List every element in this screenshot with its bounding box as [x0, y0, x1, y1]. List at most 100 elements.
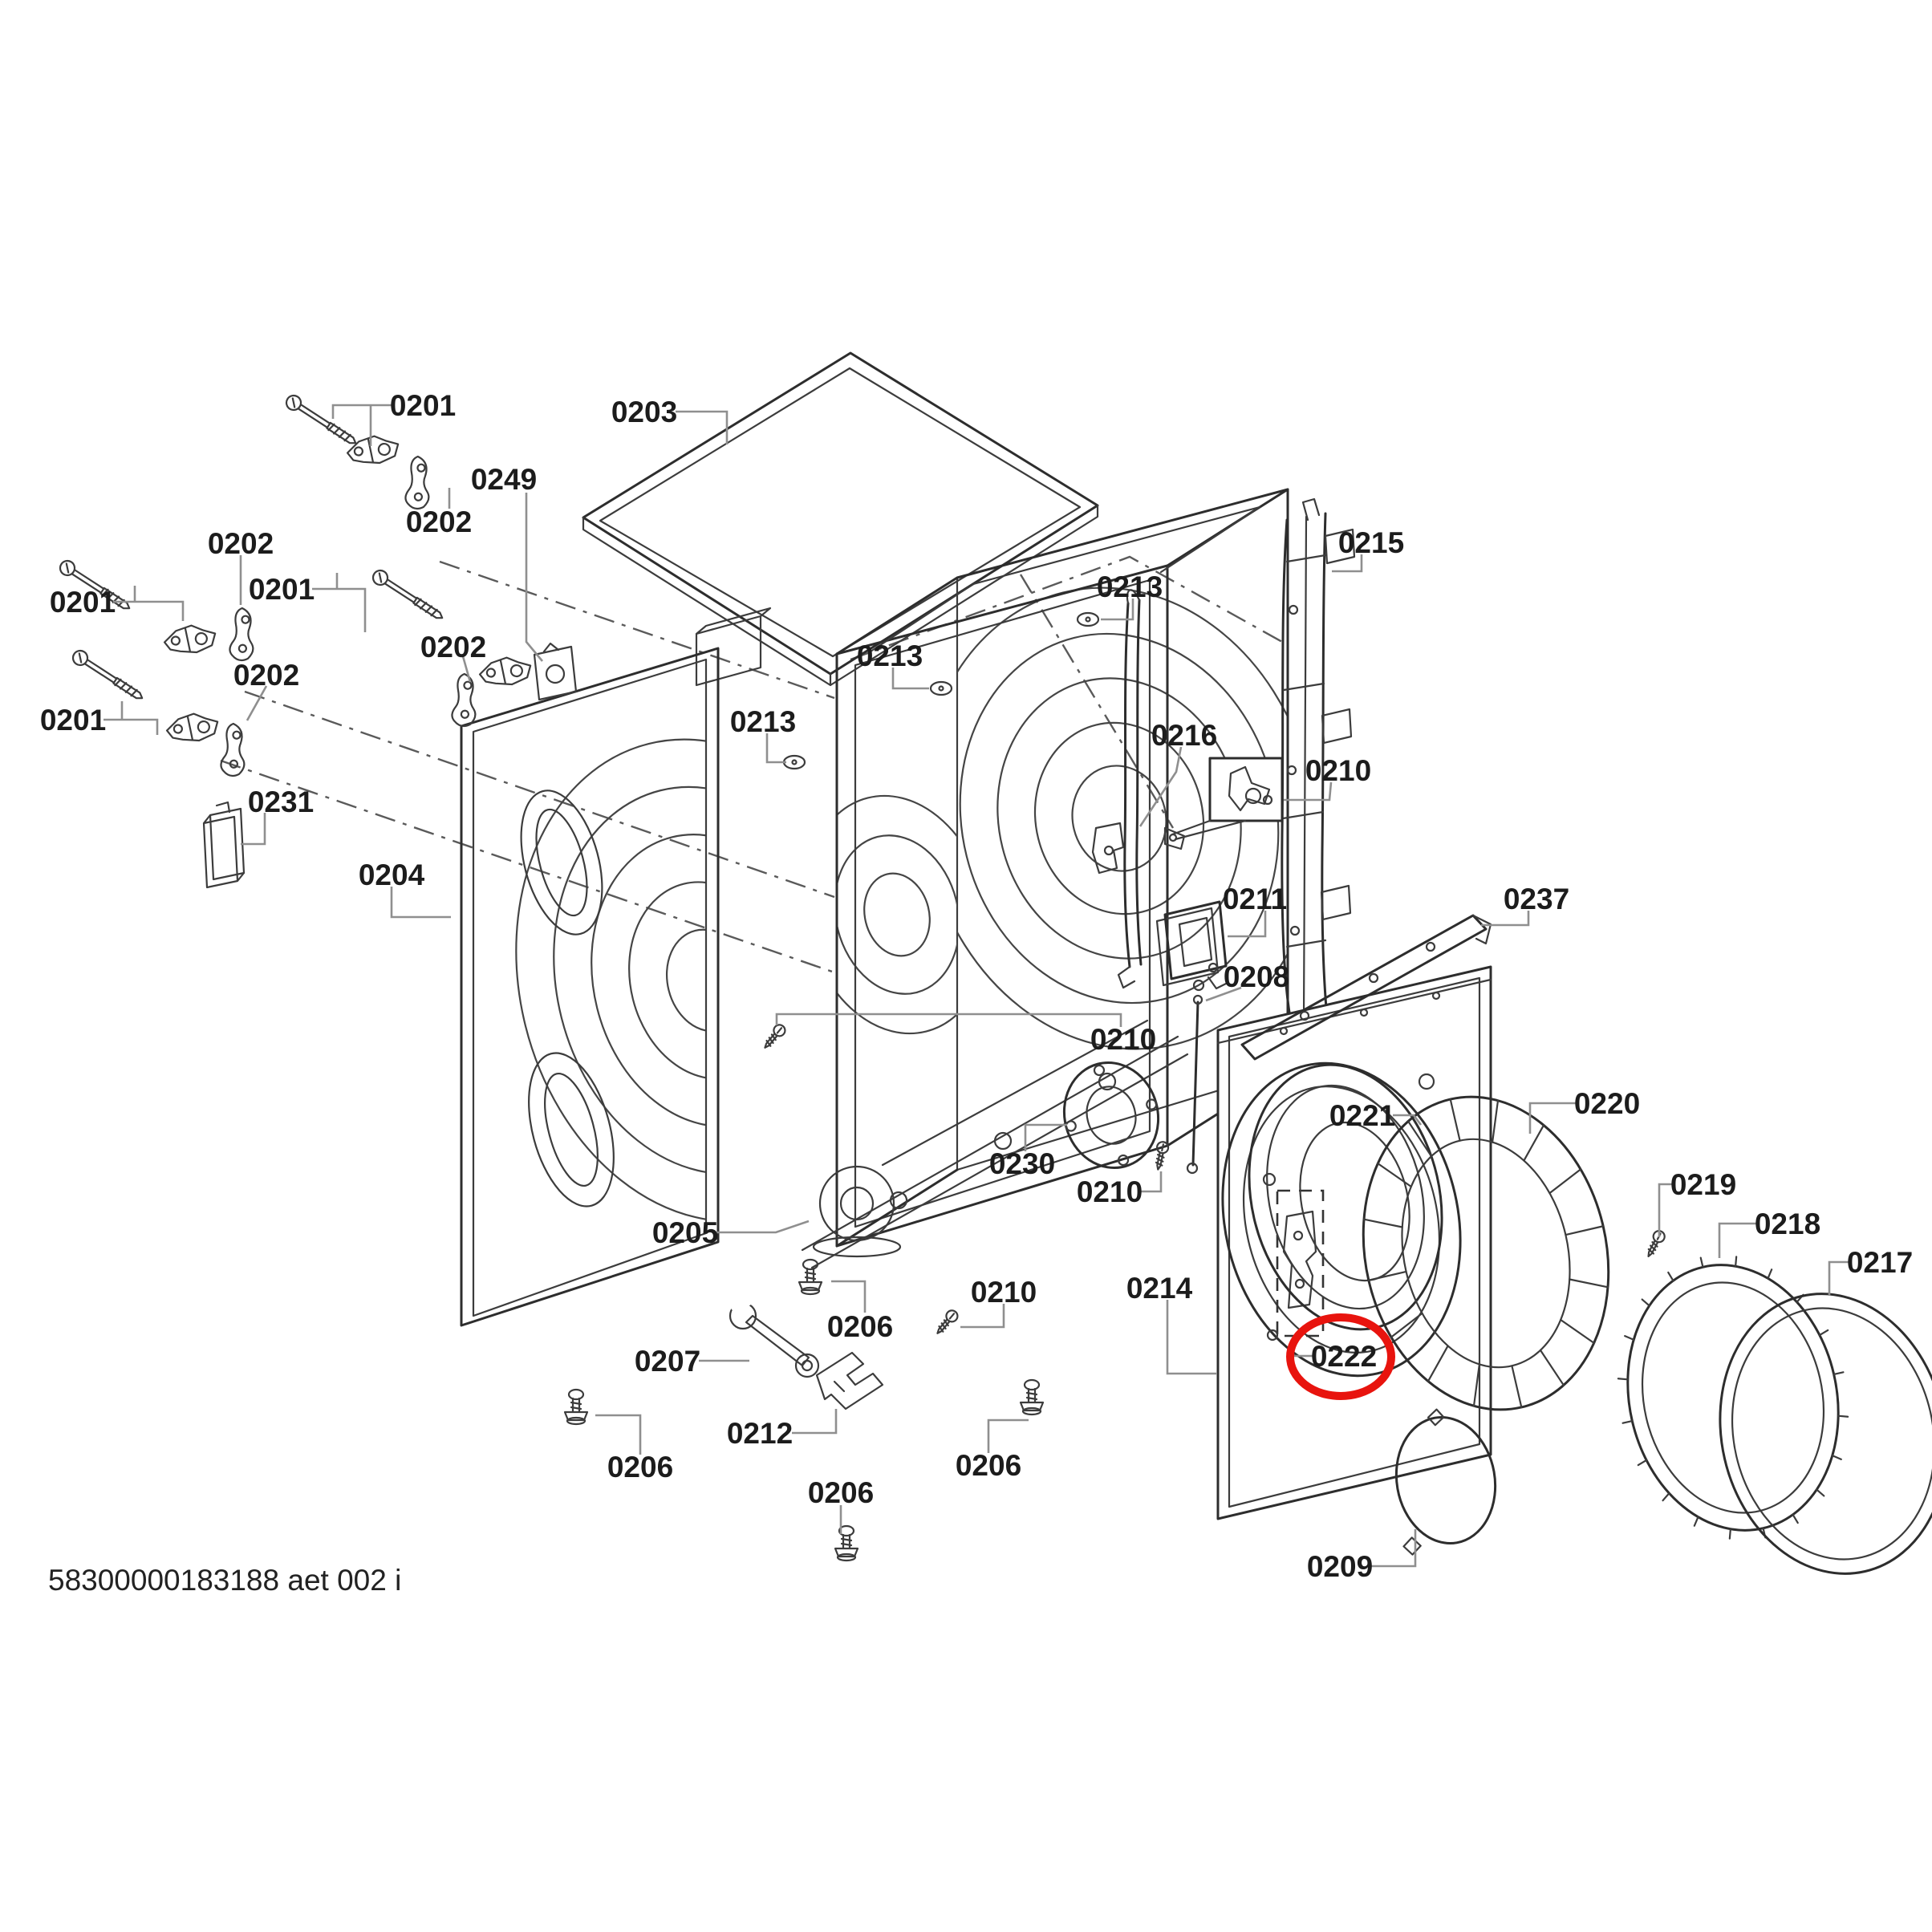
ring-segment [1818, 1329, 1829, 1337]
part-label-0206: 0206 [827, 1310, 893, 1343]
cable-clip-part [533, 642, 578, 701]
part-label-0237: 0237 [1504, 883, 1569, 915]
pump-flange-part [1062, 1061, 1160, 1169]
ring-segment [1362, 1218, 1403, 1228]
leader-line [960, 1304, 1005, 1329]
part-label-0206: 0206 [607, 1451, 673, 1484]
part-label-0213: 0213 [1097, 570, 1163, 603]
rear-channel-part [1091, 589, 1143, 989]
leveling-foot-icon [563, 1388, 589, 1426]
part-label-0209: 0209 [1307, 1550, 1373, 1583]
leader-line [1393, 1114, 1423, 1126]
leader-line [1481, 911, 1530, 927]
leader-line [1024, 1123, 1067, 1151]
drum-spiral-rear [957, 586, 1288, 1050]
leader-line [1718, 1222, 1757, 1258]
pressure-rod-part [1186, 979, 1205, 1175]
leader-line [1140, 1171, 1163, 1193]
top-brace-part [1240, 914, 1492, 1061]
ring-segment [1560, 1318, 1595, 1344]
highlight-annotation [1286, 1313, 1395, 1400]
part-label-0231: 0231 [248, 785, 314, 818]
ring-segment [1662, 1492, 1670, 1502]
part-label-0205: 0205 [652, 1216, 718, 1249]
flat-screw-icon [1076, 611, 1100, 627]
door-hinge-ring-part [1617, 1256, 1849, 1540]
leader-line [987, 1419, 1029, 1453]
leader-line [765, 733, 786, 764]
leader-line [104, 718, 159, 735]
ring-segment [1472, 1363, 1480, 1407]
screw-icon [1642, 1228, 1668, 1260]
part-label-0207: 0207 [635, 1345, 700, 1378]
ring-segment [1767, 1268, 1773, 1280]
ring-segment [1407, 1120, 1433, 1158]
part-label-0218: 0218 [1755, 1208, 1820, 1240]
ring-segment [1816, 1488, 1825, 1497]
part-label-0210: 0210 [1090, 1023, 1156, 1056]
part-label-0201: 0201 [390, 389, 456, 422]
ring-segment [1449, 1098, 1461, 1142]
ring-segment [1523, 1124, 1545, 1162]
ring-segment [1641, 1298, 1650, 1307]
ring-segment [1624, 1335, 1635, 1341]
ring-segment [1569, 1278, 1609, 1289]
leader-line [312, 587, 367, 632]
leader-line [1828, 1260, 1849, 1296]
shipping-brace-part [815, 1351, 884, 1410]
ring-segment [1511, 1365, 1523, 1409]
leader-line [595, 1414, 642, 1455]
side-panel-part [460, 647, 720, 1327]
pump-pulley [818, 1165, 895, 1242]
side-panel-ribs [515, 738, 706, 1223]
ring-segment [1728, 1528, 1731, 1540]
leader-line [1658, 1183, 1673, 1237]
leader-line [1138, 746, 1183, 827]
screw-icon [759, 1021, 789, 1053]
ring-segment [1833, 1371, 1845, 1376]
rear-bracket-part [1281, 497, 1356, 1053]
leader-line [1101, 599, 1134, 621]
part-label-0202: 0202 [233, 659, 299, 692]
leader-line [461, 656, 472, 683]
leader-line [891, 668, 929, 690]
part-label-0213: 0213 [857, 639, 923, 672]
leveling-foot-icon [1019, 1378, 1045, 1416]
dispenser-housing [695, 607, 772, 687]
part-label-0211: 0211 [1223, 883, 1287, 915]
ring-segment [1637, 1459, 1648, 1467]
part-label-0221: 0221 [1329, 1099, 1395, 1132]
part-label-0210: 0210 [1077, 1175, 1143, 1208]
flat-screw-icon [782, 754, 806, 770]
leader-line [331, 404, 393, 419]
ring-segment [1622, 1419, 1634, 1424]
leader-line [716, 1220, 810, 1234]
flat-screw-icon [929, 680, 953, 696]
leader-line [676, 410, 729, 444]
leader-line [792, 1409, 838, 1435]
drum-spiral-left [837, 794, 957, 1035]
leader-line [1332, 554, 1363, 573]
leader-line [1370, 1529, 1417, 1568]
ring-segment [1693, 1516, 1699, 1527]
part-label-0206: 0206 [808, 1476, 874, 1509]
leader-line [525, 493, 543, 662]
part-label-0202: 0202 [406, 505, 472, 538]
part-label-0220: 0220 [1574, 1087, 1640, 1120]
part-label-0212: 0212 [727, 1417, 793, 1450]
document-number: 58300000183188 aet 002 i [48, 1564, 401, 1597]
ring-segment [1617, 1378, 1629, 1381]
part-label-0201: 0201 [40, 704, 106, 737]
leader-lines [104, 404, 1849, 1568]
part-label-0219: 0219 [1670, 1168, 1736, 1201]
part-label-0222: 0222 [1311, 1340, 1377, 1373]
part-label-0201: 0201 [50, 586, 116, 619]
ring-segment [1390, 1312, 1423, 1338]
part-label-0203: 0203 [611, 396, 677, 428]
part-label-0201: 0201 [249, 573, 315, 606]
front-panel-part [1216, 965, 1492, 1520]
part-label-0202: 0202 [420, 631, 486, 664]
ring-segment [1377, 1163, 1412, 1188]
